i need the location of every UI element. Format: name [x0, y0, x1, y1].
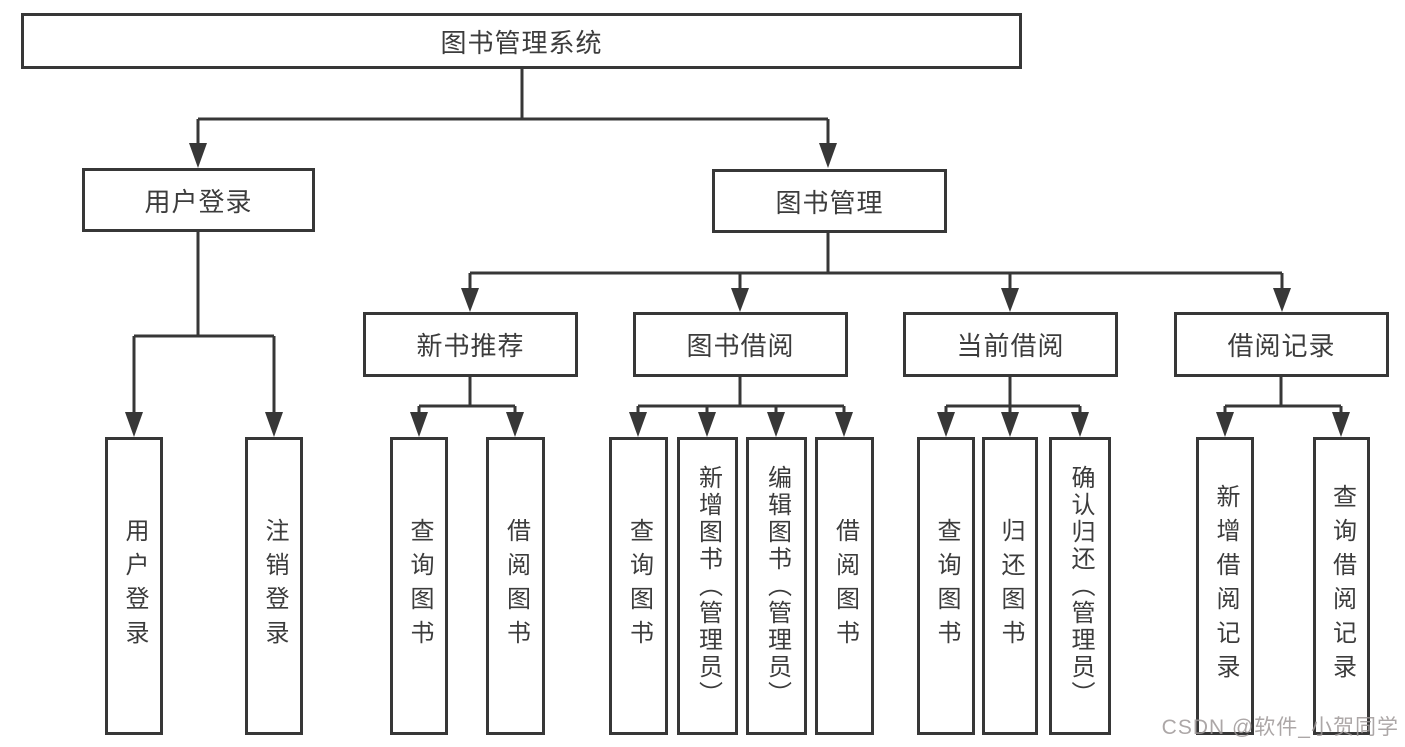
leaf-add-book-admin: 新增图书（管理员）: [677, 437, 738, 735]
connector-book-borrow-children: [629, 377, 853, 437]
leaf-query-books-current: 查询图书: [917, 437, 975, 735]
connector-borrow-records-children: [1216, 377, 1350, 437]
leaf-user-login: 用户登录: [105, 437, 163, 735]
node-current-borrowing: 当前借阅: [903, 312, 1118, 377]
connector-root-to-level2: [189, 69, 837, 168]
node-root: 图书管理系统: [21, 13, 1022, 69]
connector-new-book-rec-children: [410, 377, 524, 437]
node-book-management: 图书管理: [712, 169, 947, 233]
leaf-query-books-borrowing: 查询图书: [609, 437, 668, 735]
leaf-query-borrow-record: 查询借阅记录: [1313, 437, 1370, 735]
leaf-return-book: 归还图书: [982, 437, 1038, 735]
connector-current-borrow-children: [937, 377, 1089, 437]
leaf-borrow-books-borrowing: 借阅图书: [815, 437, 874, 735]
node-book-borrowing: 图书借阅: [633, 312, 848, 377]
node-borrowing-records: 借阅记录: [1174, 312, 1389, 377]
connector-user-login-children: [125, 232, 283, 437]
connector-book-mgmt-children: [461, 233, 1291, 312]
leaf-logout: 注销登录: [245, 437, 303, 735]
leaf-confirm-return-admin: 确认归还（管理员）: [1049, 437, 1111, 735]
leaf-add-borrow-record: 新增借阅记录: [1196, 437, 1254, 735]
leaf-query-books-recommendation: 查询图书: [390, 437, 448, 735]
csdn-watermark: CSDN @软件_小贺同学: [1161, 716, 1399, 739]
leaf-edit-book-admin: 编辑图书（管理员）: [746, 437, 807, 735]
leaf-borrow-books-recommendation: 借阅图书: [486, 437, 545, 735]
node-user-login: 用户登录: [82, 168, 315, 232]
node-new-book-recommendation: 新书推荐: [363, 312, 578, 377]
